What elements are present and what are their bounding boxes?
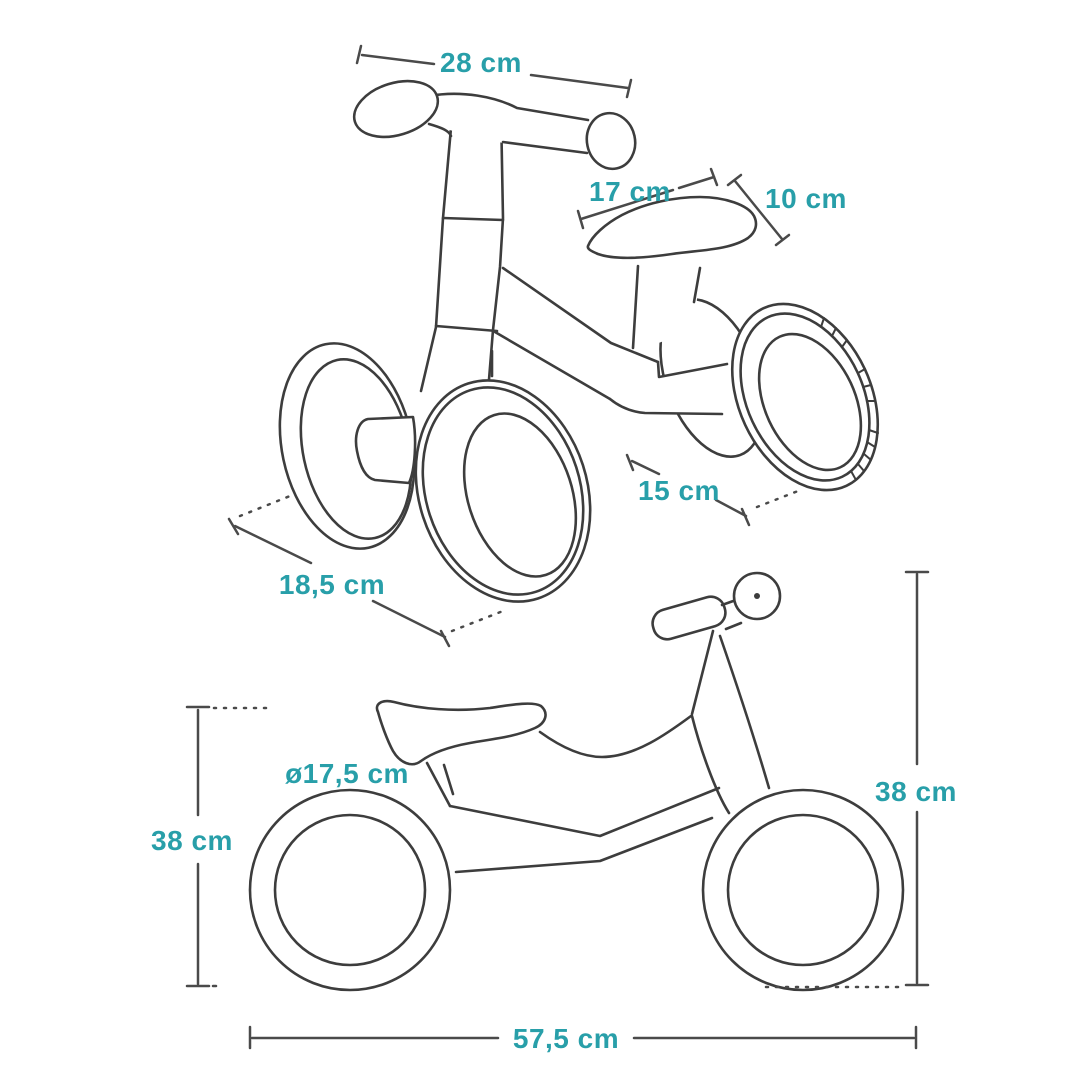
dimension-label: 15 cm (638, 475, 720, 506)
rear-wheel (248, 788, 452, 992)
dim-total-length: 57,5 cm (248, 1023, 918, 1054)
handlebar (352, 79, 637, 171)
dimension-label: 10 cm (765, 183, 847, 214)
grip-sleeve (651, 595, 727, 641)
front-axle-knuckle (354, 415, 417, 485)
rear-right-wheel (730, 302, 880, 492)
dimension-label: 28 cm (440, 47, 522, 78)
steering-column (419, 108, 505, 394)
tire-hatching (820, 317, 879, 481)
dimension-label: 57,5 cm (513, 1023, 619, 1054)
dimensions: 28 cm 17 cm 10 cm 15 cm (151, 44, 957, 1054)
seat-post (631, 264, 702, 352)
dim-seat-width: 10 cm (726, 173, 847, 247)
dimension-label: 17 cm (589, 176, 671, 207)
frame (425, 629, 771, 874)
handlebar-grip (651, 571, 782, 641)
dim-wheel-diameter: ø17,5 cm (285, 758, 409, 789)
frame-body (490, 266, 737, 416)
perspective-view (278, 79, 880, 603)
seat (586, 195, 758, 260)
side-seat (375, 699, 547, 766)
dim-rear-track: 15 cm (625, 453, 800, 527)
dimension-label: 38 cm (875, 776, 957, 807)
dim-handlebar-width: 28 cm (355, 44, 633, 99)
dim-handlebar-height: 38 cm (761, 570, 957, 989)
dimension-label: ø17,5 cm (285, 758, 409, 789)
front-left-wheel (278, 342, 417, 550)
dim-front-track: 18,5 cm (227, 494, 505, 648)
front-wheel (701, 788, 905, 992)
grip-end-dot (754, 593, 760, 599)
dim-seat-length: 17 cm (576, 167, 719, 230)
dimension-label: 18,5 cm (279, 569, 385, 600)
dim-seat-height: 38 cm (151, 705, 276, 988)
dimension-label: 38 cm (151, 825, 233, 856)
left-grip (352, 79, 440, 139)
right-grip (585, 111, 637, 171)
side-view (248, 571, 905, 992)
front-right-wheel (414, 379, 592, 603)
